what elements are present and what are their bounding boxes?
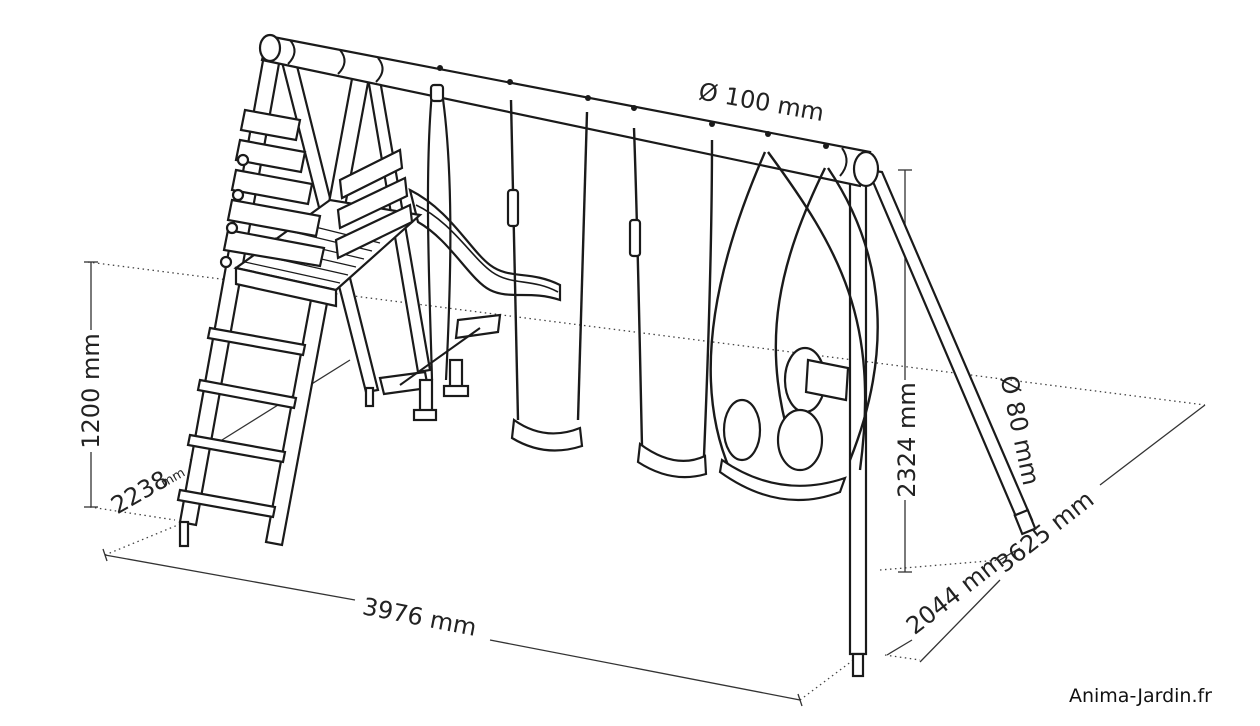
side-rail [334, 148, 414, 260]
total-depth-label: 3625 mm [991, 485, 1099, 578]
platform-height-label: 1200 mm [77, 333, 105, 448]
platform-depth-unit: mm [159, 465, 188, 491]
glider-swing [378, 83, 502, 422]
platform-depth-label: 2238 mm [106, 465, 188, 520]
top-beam [258, 33, 880, 188]
dimension-labels: Ø 100 mm Ø 80 mm 1200 mm 2324 mm 3976 mm… [77, 77, 1099, 642]
footprint-guides [87, 261, 1206, 701]
left-a-frame [176, 53, 432, 548]
total-height-label: 2324 mm [893, 382, 921, 497]
site-credit: Anima-Jardin.fr [1069, 685, 1212, 707]
total-width-label: 3976 mm [360, 592, 479, 642]
bucket-swing [709, 151, 879, 502]
swing-seat-right [628, 127, 714, 479]
slide [408, 187, 562, 302]
climbing-wall [219, 108, 326, 269]
platform-depth-value: 2238 [106, 465, 173, 520]
beam-diameter-label: Ø 100 mm [697, 77, 827, 127]
ladder-rungs [176, 326, 307, 519]
swing-seat-left [506, 99, 589, 452]
